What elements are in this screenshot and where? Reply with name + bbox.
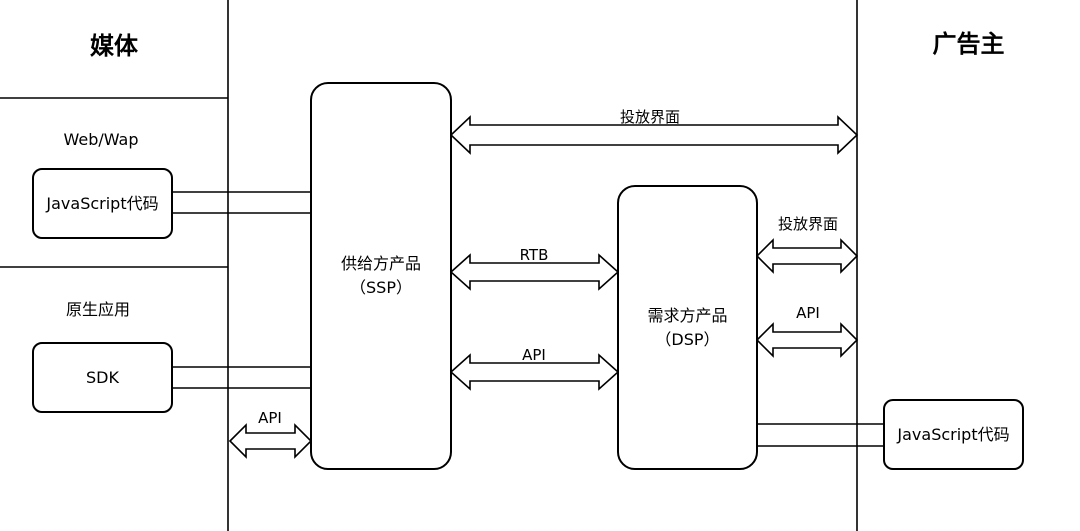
ssp-dsp-rtb-label: RTB — [519, 246, 549, 264]
advertiser-js-code-box: JavaScript代码 — [883, 399, 1024, 470]
dsp-box: 需求方产品 （DSP） — [617, 185, 758, 470]
ssp-label: 供给方产品 — [340, 254, 421, 273]
ssp-abbr-label: （SSP） — [350, 278, 412, 297]
web-js-code-label: JavaScript代码 — [46, 193, 159, 213]
arrow-dsp-advertiser-ui — [755, 238, 859, 274]
arrow-ssp-advertiser-ui — [449, 115, 859, 155]
media-api-label: API — [258, 409, 282, 427]
dsp-abbr-label: （DSP） — [655, 329, 720, 349]
ssp-box: 供给方产品 （SSP） — [310, 82, 452, 470]
ssp-dsp-api-label: API — [522, 346, 546, 364]
media-column-title: 媒体 — [90, 32, 138, 60]
ssp-advertiser-ui-label: 投放界面 — [619, 108, 680, 126]
arrow-media-api — [228, 423, 313, 459]
advertiser-column-title: 广告主 — [932, 30, 1005, 58]
sdk-box: SDK — [32, 342, 173, 413]
dsp-advertiser-ui-label: 投放界面 — [777, 215, 838, 233]
advertiser-js-code-label: JavaScript代码 — [897, 424, 1010, 444]
native-section-title: 原生应用 — [65, 300, 130, 319]
sdk-label: SDK — [86, 367, 119, 387]
web-section-title: Web/Wap — [63, 130, 139, 149]
web-js-code-box: JavaScript代码 — [32, 168, 173, 239]
dsp-advertiser-api-label: API — [796, 304, 820, 322]
dsp-label: 需求方产品 — [647, 305, 728, 325]
arrow-dsp-advertiser-api — [755, 322, 859, 358]
